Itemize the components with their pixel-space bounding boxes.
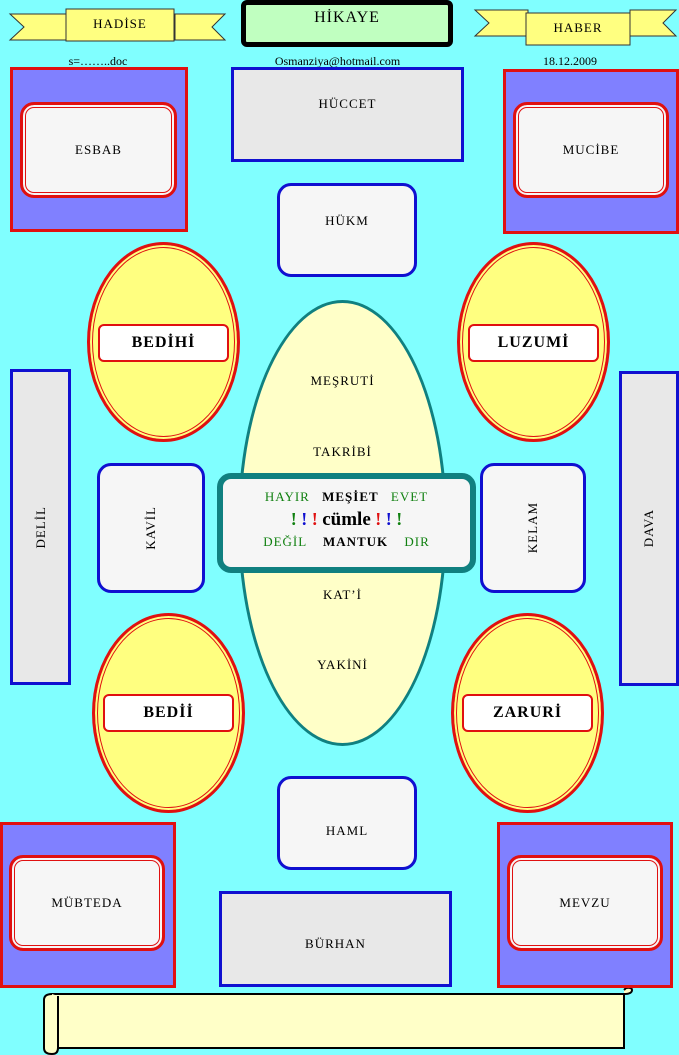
hayir-label: HAYIR (264, 489, 310, 504)
excl-4: ! (375, 509, 382, 529)
corner-bottom-right-card: MEVZU (507, 855, 663, 951)
burhan-box: BÜRHAN (219, 891, 452, 987)
kavil-label: KAVİL (143, 506, 158, 550)
excl-6: ! (396, 509, 403, 529)
hukm-label: HÜKM (325, 213, 369, 228)
bedihi-pill: BEDİHİ (98, 324, 229, 362)
center-row-2: ! ! ! cümle ! ! ! (223, 509, 470, 531)
mesruti-label: MEŞRUTİ (310, 373, 375, 388)
kati-label: KAT’İ (323, 587, 362, 602)
mantuk-label: MANTUK (322, 534, 389, 549)
center-row-1: HAYIR MEŞİET EVET (223, 489, 470, 505)
bottom-scroll (43, 988, 634, 1055)
huccet-label: HÜCCET (318, 96, 377, 111)
date-text: 18.12.2009 (543, 54, 597, 68)
mesiet-label: MEŞİET (322, 489, 379, 504)
luzumi-pill: LUZUMİ (468, 324, 599, 362)
mubteda-label: MÜBTEDA (51, 895, 123, 910)
excl-5: ! (385, 509, 392, 529)
corner-bottom-left-card: MÜBTEDA (9, 855, 165, 951)
email-text: Osmanziya@hotmail.com (274, 54, 401, 68)
mevzu-label: MEVZU (559, 895, 611, 910)
cumle-label: cümle (322, 509, 371, 530)
haml-box: HAML (277, 776, 417, 870)
delil-bar: DELİL (10, 369, 71, 685)
excl-2: ! (301, 509, 308, 529)
takribi-label: TAKRİBİ (313, 444, 372, 459)
kavil-box: KAVİL (97, 463, 205, 593)
header-ribbons (8, 8, 678, 46)
left-ribbon (8, 8, 227, 42)
dava-bar: DAVA (619, 371, 679, 686)
center-panel: HAYIR MEŞİET EVET ! ! ! cümle ! ! ! DEĞİ… (217, 473, 476, 573)
kelam-box: KELAM (480, 463, 586, 593)
corner-top-left-card: ESBAB (20, 102, 177, 198)
bedii-pill: BEDİİ (103, 694, 234, 732)
kelam-label: KELAM (525, 502, 540, 554)
hukm-box: HÜKM (277, 183, 417, 277)
center-row-3: DEĞİL MANTUK DIR (223, 534, 470, 550)
delil-label: DELİL (32, 505, 48, 549)
left-subtext: s=……..doc (68, 54, 128, 68)
excl-3: ! (311, 509, 318, 529)
yakini-label: YAKİNİ (317, 657, 368, 672)
mucibe-label: MUCİBE (562, 142, 620, 157)
haml-label: HAML (325, 823, 369, 838)
huccet-box: HÜCCET (231, 67, 464, 162)
right-ribbon (473, 9, 678, 46)
dir-label: DIR (404, 534, 430, 549)
zaruri-pill: ZARURİ (462, 694, 593, 732)
degil-label: DEĞİL (263, 534, 307, 549)
esbab-label: ESBAB (75, 142, 122, 157)
evet-label: EVET (390, 489, 429, 504)
left-ribbon-label: HADİSE (93, 16, 147, 31)
title-box: HİKAYE (241, 0, 453, 47)
dava-label: DAVA (641, 509, 656, 548)
burhan-label: BÜRHAN (305, 936, 366, 951)
right-ribbon-label: HABER (553, 20, 603, 35)
excl-1: ! (290, 509, 297, 529)
page-title: HİKAYE (314, 8, 380, 26)
corner-top-right-card: MUCİBE (513, 102, 669, 198)
